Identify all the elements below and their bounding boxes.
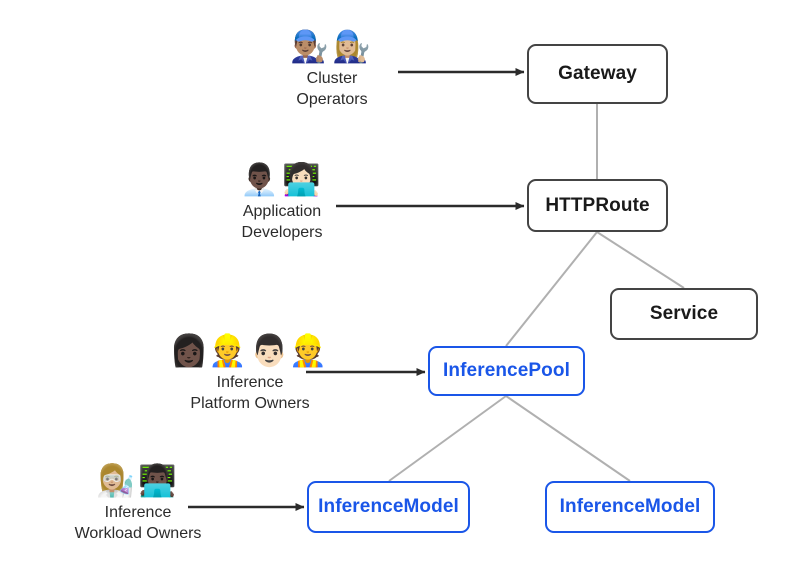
connector-inferencepool-to-model-right [505, 395, 631, 482]
connector-httproute-to-inferencepool [505, 231, 598, 347]
scientist-technologist-pair-emoji: 👩🏼‍🔬👨🏿‍💻 [96, 463, 180, 498]
persona-label: Application Developers [241, 203, 323, 241]
node-label: Gateway [558, 63, 637, 84]
persona-arrows [188, 68, 525, 511]
node-service[interactable]: Service [610, 288, 758, 340]
mechanic-pair-emoji: 👨🏽‍🔧👩🏼‍🔧 [290, 29, 374, 64]
node-label: InferencePool [443, 360, 570, 381]
node-inferencemodel_left[interactable]: InferenceModel [307, 481, 470, 533]
connector-httproute-to-service [596, 231, 685, 289]
persona-application-developers: 👨🏿‍💼👩🏻‍💻 Application Developers [212, 161, 352, 243]
node-httproute[interactable]: HTTPRoute [527, 179, 668, 232]
node-label: InferenceModel [559, 496, 701, 517]
persona-inference-workload-owners: 👩🏼‍🔬👨🏿‍💻 Inference Workload Owners [38, 462, 238, 544]
node-inferencepool[interactable]: InferencePool [428, 346, 585, 396]
construction-worker-pair-emoji: 👩🏿‍👷👨🏻‍👷 [169, 333, 331, 368]
resource-connectors [388, 104, 685, 482]
node-label: HTTPRoute [545, 194, 650, 216]
persona-inference-platform-owners: 👩🏿‍👷👨🏻‍👷 Inference Platform Owners [160, 332, 340, 414]
persona-cluster-operators: 👨🏽‍🔧👩🏼‍🔧 Cluster Operators [272, 28, 392, 110]
node-label: Service [649, 303, 719, 324]
node-gateway[interactable]: Gateway [527, 44, 668, 104]
persona-label: Inference Workload Owners [74, 504, 202, 542]
node-inferencemodel_right[interactable]: InferenceModel [545, 481, 715, 533]
connector-inferencepool-to-model-left [388, 395, 507, 482]
office-worker-technologist-pair-emoji: 👨🏿‍💼👩🏻‍💻 [240, 162, 324, 197]
persona-label: Cluster Operators [296, 70, 368, 108]
persona-label: Inference Platform Owners [190, 374, 310, 412]
node-label: InferenceModel [318, 496, 459, 517]
